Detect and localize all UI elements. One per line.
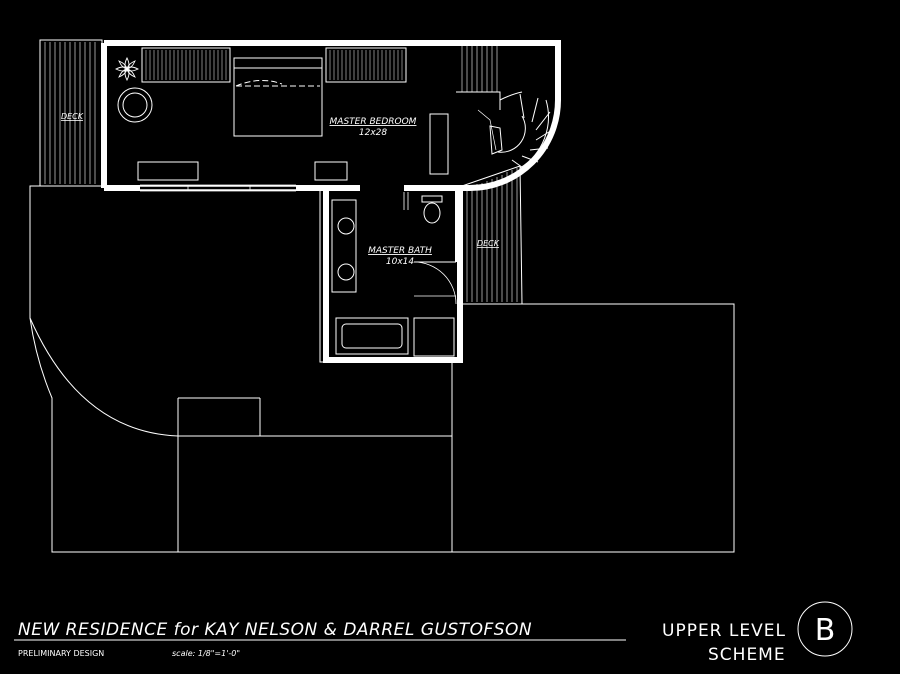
shower — [413, 317, 455, 357]
project-title: NEW RESIDENCE for KAY NELSON & DARREL GU… — [18, 620, 533, 640]
room-size-bath: 10x14 — [386, 257, 415, 267]
bathtub — [335, 317, 409, 355]
room-name-bath: MASTER BATH — [368, 246, 432, 256]
toilet-tank — [421, 195, 443, 203]
bath-wall — [323, 190, 463, 363]
room-size-bedroom: 12x28 — [359, 128, 388, 138]
left-deck-boards — [44, 42, 96, 184]
lower-level-curve — [29, 317, 179, 437]
bed-headboard — [233, 57, 323, 69]
scheme-letter: B — [815, 613, 836, 648]
sink-lower — [337, 263, 355, 281]
armchair — [117, 87, 153, 123]
bedroom-label: MASTER BEDROOM 12x28 — [330, 117, 417, 138]
bath-label: MASTER BATH 10x14 — [368, 246, 432, 267]
bed-cover — [235, 80, 320, 87]
right-deck-boards — [466, 168, 518, 302]
plant-icon — [114, 56, 140, 82]
scheme-badge: B — [797, 601, 853, 657]
vanity — [331, 199, 357, 293]
bed — [233, 57, 323, 137]
window-seat-right — [325, 47, 407, 83]
sink-upper — [337, 217, 355, 235]
status-text: PRELIMINARY DESIGN — [18, 649, 105, 658]
wardrobe — [429, 113, 449, 175]
stair-landing-deck — [461, 46, 498, 92]
sheet-title-line1: UPPER LEVEL — [662, 621, 786, 641]
toilet-bowl — [423, 202, 441, 224]
spiral-stair — [456, 91, 553, 171]
room-name-bedroom: MASTER BEDROOM — [330, 117, 417, 127]
scale-text: scale: 1/8"=1'-0" — [172, 649, 241, 658]
nightstand — [314, 161, 348, 181]
lower-level-outline — [29, 185, 735, 553]
bedroom-wall — [104, 40, 561, 191]
dresser — [137, 161, 199, 181]
window-seat-left — [141, 47, 231, 83]
deck-label-left: DECK — [61, 112, 84, 121]
sheet-title-line2: SCHEME — [708, 645, 786, 665]
deck-label-right: DECK — [477, 239, 500, 248]
